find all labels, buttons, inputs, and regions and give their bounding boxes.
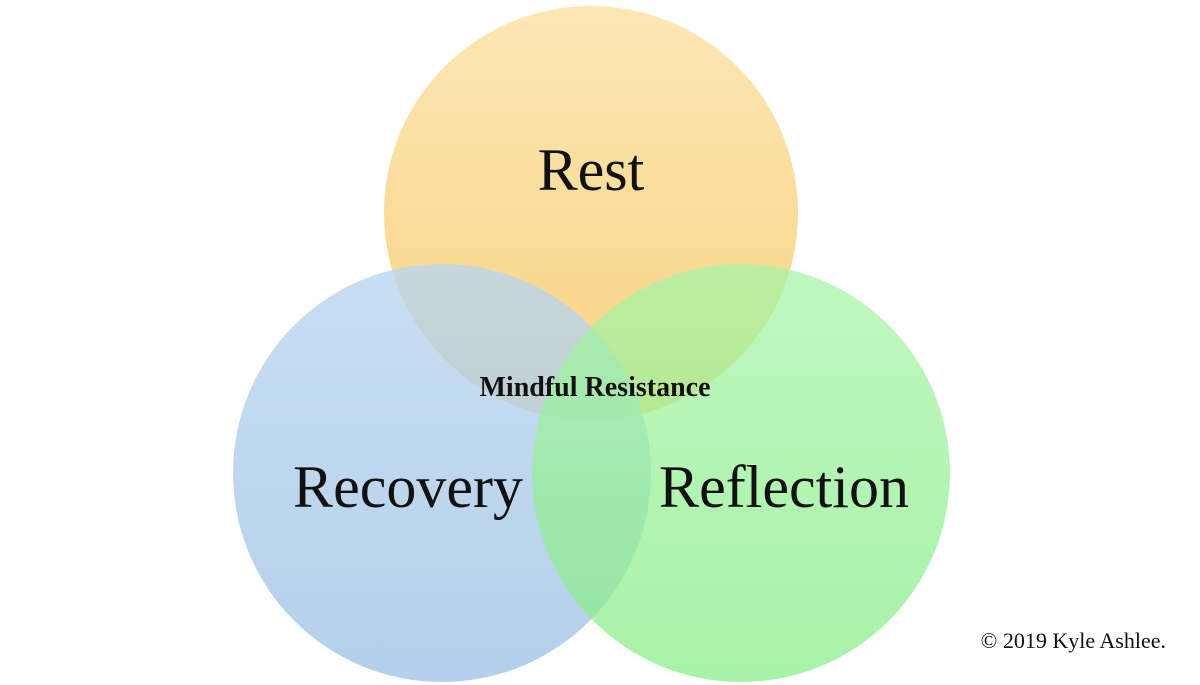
label-rest: Rest <box>538 137 645 203</box>
copyright-text: © 2019 Kyle Ashlee. <box>980 628 1166 653</box>
center-label: Mindful Resistance <box>480 372 711 403</box>
circle-reflection <box>532 264 950 682</box>
circle-recovery <box>233 264 651 682</box>
label-reflection: Reflection <box>659 454 909 520</box>
label-recovery: Recovery <box>293 454 523 520</box>
